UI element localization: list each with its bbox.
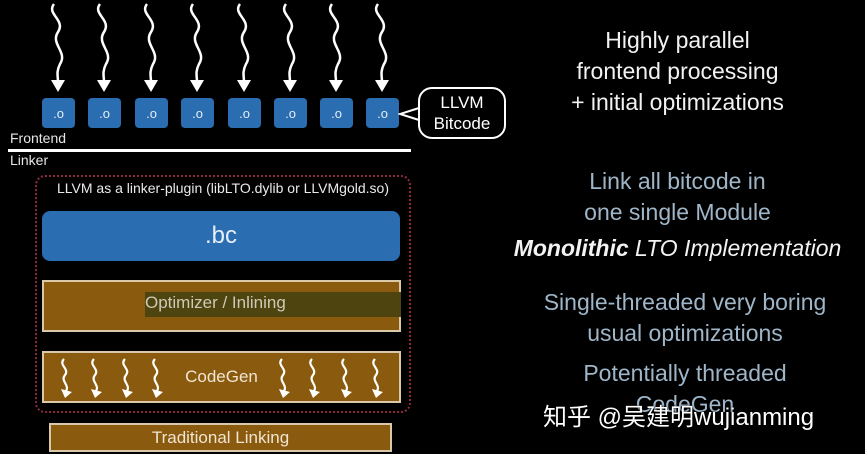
callout-line-2: Bitcode [433, 114, 491, 133]
object-file-box: .o [42, 98, 75, 128]
object-file-box: .o [366, 98, 399, 128]
object-file-box: .o [320, 98, 353, 128]
frontend-linker-divider [8, 149, 411, 152]
linker-label: Linker [10, 152, 49, 168]
annotation-line: Single-threaded very boring [543, 289, 827, 315]
annotation-line: Potentially threaded [583, 360, 787, 386]
squiggle-arrow-icon [122, 358, 133, 398]
squiggle-arrow-icon [143, 3, 158, 92]
annotation-line: Highly parallel [605, 27, 750, 53]
annotation-line: frontend processing [576, 58, 779, 84]
squiggle-arrow-icon [282, 3, 297, 92]
squiggle-arrow-icon [236, 3, 251, 92]
object-file-box: .o [228, 98, 261, 128]
squiggle-arrow-icon [152, 358, 163, 398]
traditional-linking-stage: Traditional Linking [49, 423, 392, 452]
optimizer-annotation: Single-threaded very boring usual optimi… [500, 287, 865, 349]
bc-label: .bc [204, 222, 237, 249]
squiggle-arrow-icon [341, 358, 352, 398]
watermark-text: 知乎 @吴建明wujianming [543, 404, 815, 431]
squiggle-arrow-icon [91, 358, 102, 398]
optimizer-stage: Optimizer / Inlining [42, 280, 401, 332]
annotation-line: CodeGen [635, 391, 735, 417]
object-file-box: .o [88, 98, 121, 128]
object-file-box: .o [181, 98, 214, 128]
squiggle-arrow-icon [328, 3, 343, 92]
squiggle-arrow-icon [372, 358, 383, 398]
monolithic-bold: Monolithic [513, 235, 629, 261]
callout-line-1: LLVM [440, 93, 484, 112]
annotation-line: usual optimizations [587, 320, 783, 346]
object-file-box: .o [135, 98, 168, 128]
squiggle-arrow-icon [374, 3, 389, 92]
codegen-label: CodeGen [185, 367, 258, 386]
codegen-stage: CodeGen [42, 351, 401, 403]
annotation-line: one single Module [584, 199, 771, 225]
linker-plugin-container [35, 175, 411, 413]
codegen-annotation: Potentially threaded CodeGen [500, 358, 865, 420]
annotation-line: Link all bitcode in [589, 168, 766, 194]
frontend-label: Frontend [10, 130, 67, 146]
callout-tail-icon [398, 107, 420, 121]
traditional-linking-label: Traditional Linking [151, 427, 290, 447]
linker-plugin-label: LLVM as a linker-plugin (libLTO.dylib or… [56, 180, 389, 196]
annotation-line: + initial optimizations [571, 89, 784, 115]
optimizer-label: Optimizer / Inlining [145, 293, 286, 312]
llvm-bitcode-callout: LLVM Bitcode [418, 87, 506, 139]
squiggle-arrow-icon [61, 358, 72, 398]
squiggle-arrow-icon [189, 3, 204, 92]
squiggle-arrow-icon [96, 3, 111, 92]
monolithic-rest: LTO Implementation [628, 235, 842, 261]
squiggle-arrow-icon [50, 3, 65, 92]
bitcode-module-block: .bc [42, 211, 400, 261]
squiggle-arrow-icon [309, 358, 320, 398]
optimizer-highlight [145, 292, 401, 317]
object-file-box: .o [274, 98, 307, 128]
frontend-annotation: Highly parallel frontend processing + in… [490, 25, 865, 118]
squiggle-arrow-icon [279, 358, 290, 398]
link-annotation: Link all bitcode in one single Module [490, 166, 865, 228]
monolithic-lto-heading: Monolithic LTO Implementation [490, 235, 865, 262]
